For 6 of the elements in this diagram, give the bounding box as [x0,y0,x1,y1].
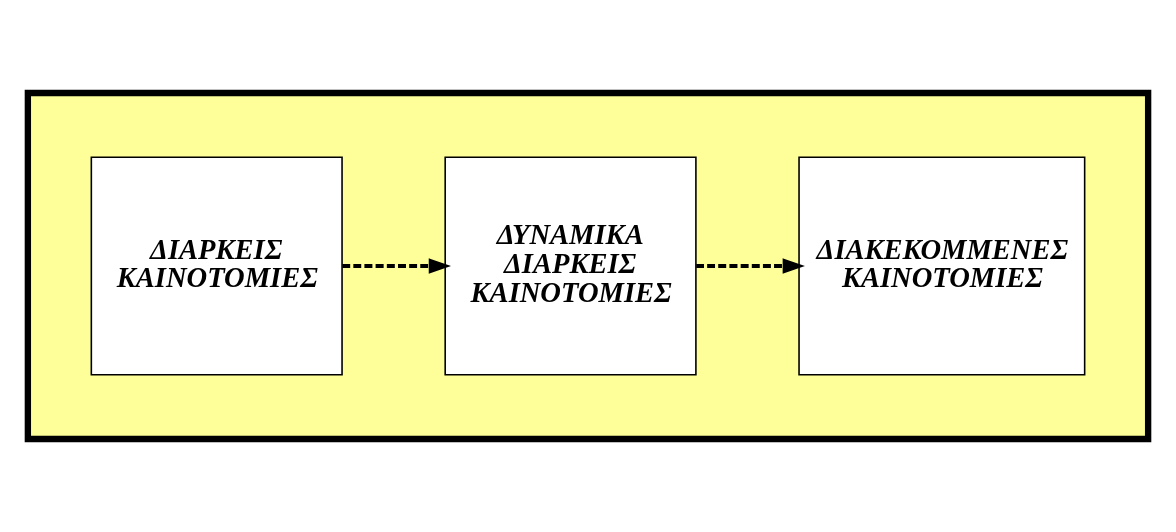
node-box: ΔΙΑΚΕΚΟΜΜΕΝΕΣ ΚΑΙΝΟΤΟΜΙΕΣ [798,156,1086,376]
cluster [24,89,1152,443]
arrow [696,258,805,274]
node-box: ΔΙΑΡΚΕΙΣ ΚΑΙΝΟΤΟΜΙΕΣ [90,156,343,376]
node-box: ΔΥΝΑΜΙΚΑ ΔΙΑΡΚΕΙΣ ΚΑΙΝΟΤΟΜΙΕΣ [444,156,697,376]
arrow [342,258,451,274]
